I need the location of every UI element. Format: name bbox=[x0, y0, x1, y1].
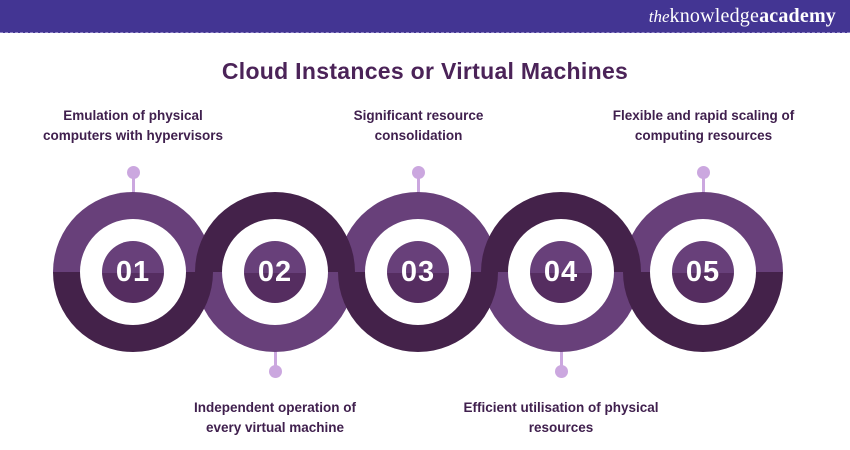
step-1-connector-stem bbox=[131, 178, 135, 196]
step-2-connector-stem bbox=[273, 350, 277, 368]
step-2-connector-dot bbox=[268, 365, 282, 378]
logo-knowledge: knowledge bbox=[669, 5, 760, 27]
step-5-number: 05 bbox=[685, 255, 721, 288]
step-3-number: 03 bbox=[400, 255, 436, 288]
step-2-number-badge: 02 bbox=[244, 241, 306, 303]
step-4-number-badge: 04 bbox=[530, 241, 592, 303]
step-2-number: 02 bbox=[257, 255, 293, 288]
step-4-connector-stem bbox=[559, 350, 563, 368]
step-3-number-badge: 03 bbox=[387, 241, 449, 303]
step-3-connector-stem bbox=[416, 178, 420, 196]
step-1-label: Emulation of physical computers with hyp… bbox=[42, 108, 224, 143]
step-5-connector-dot bbox=[696, 166, 710, 179]
step-4-connector-dot bbox=[554, 365, 568, 378]
step-5-connector-stem bbox=[701, 178, 705, 196]
step-1-number-badge: 01 bbox=[102, 241, 164, 303]
step-5-number-badge: 05 bbox=[672, 241, 734, 303]
step-4-number: 04 bbox=[543, 255, 579, 288]
step-5-label: Flexible and rapid scaling of computing … bbox=[612, 108, 795, 143]
step-1-connector-dot bbox=[126, 166, 140, 179]
step-3-label: Significant resource consolidation bbox=[353, 108, 484, 143]
logo-the: the bbox=[648, 7, 670, 26]
header-bar: theknowledgeacademy bbox=[0, 0, 850, 33]
page-title: Cloud Instances or Virtual Machines bbox=[221, 58, 629, 84]
logo-academy: academy bbox=[759, 5, 836, 27]
step-2-label: Independent operation of every virtual m… bbox=[194, 400, 356, 435]
step-1-number: 01 bbox=[115, 255, 151, 288]
step-3-connector-dot bbox=[411, 166, 425, 179]
step-4-label: Efficient utilisation of physical resour… bbox=[463, 400, 659, 435]
brand-logo: theknowledgeacademy bbox=[649, 6, 836, 26]
